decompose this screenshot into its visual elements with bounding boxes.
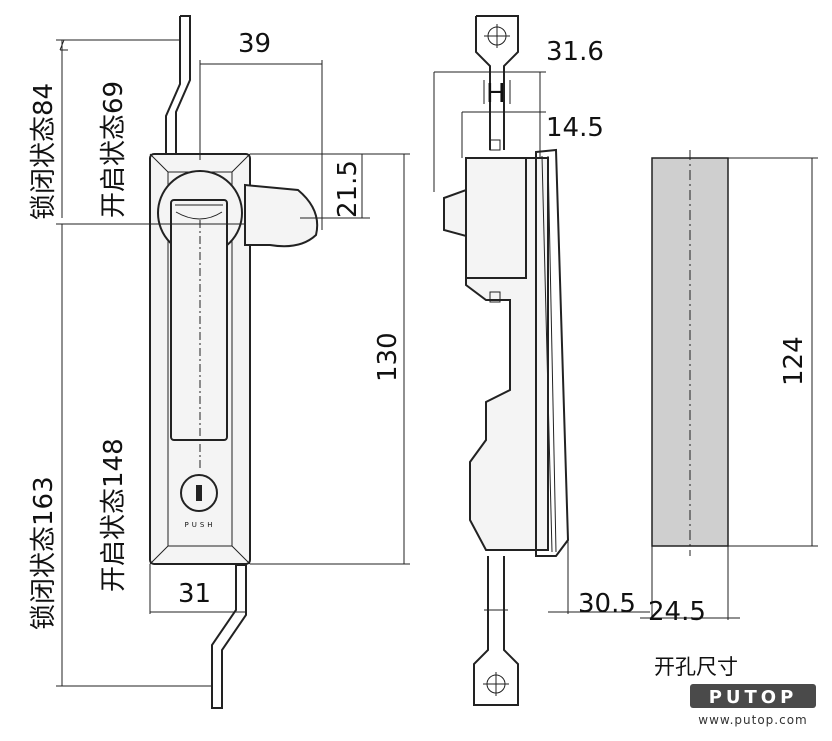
bottom-bracket [473, 556, 519, 706]
side-flange-lines [541, 155, 557, 553]
handle-top [175, 204, 223, 220]
dim-163-line [56, 223, 245, 687]
key-slot [196, 485, 202, 501]
label-dim-21-5: 21.5 [333, 160, 363, 218]
top-rod [165, 15, 191, 155]
side-lock-housing [465, 157, 527, 279]
side-flange [535, 148, 570, 557]
logo-text: PUTOP [709, 687, 798, 708]
dim-124-line [728, 157, 818, 547]
label-dim-124: 124 [779, 336, 809, 386]
dim-31-line [149, 564, 247, 614]
label-dim-31: 31 [178, 579, 211, 609]
dim-21-5-line [250, 153, 410, 219]
dim-H-line [483, 80, 511, 104]
label-dim-24-5: 24.5 [648, 597, 706, 627]
side-square-2 [489, 291, 501, 303]
dim-30-5-line [548, 540, 650, 614]
label-dim-14-5: 14.5 [546, 113, 604, 143]
bottom-hole-cross [483, 609, 509, 696]
front-dimensions [56, 39, 410, 687]
label-dim-39: 39 [238, 29, 271, 59]
label-dim-H: H [486, 79, 506, 109]
logo-bg [690, 684, 816, 708]
handle-body [170, 199, 228, 441]
label-dim-31-6: 31.6 [546, 37, 604, 67]
top-hole-cross [484, 24, 510, 48]
bottom-rod [211, 564, 247, 709]
side-view [443, 15, 570, 706]
label-left-open: 开启状态69 [99, 81, 129, 218]
label-dim-30-5: 30.5 [578, 589, 636, 619]
putop-logo: PUTOP www.putop.com [690, 684, 816, 727]
watermark-url: www.putop.com [698, 713, 808, 727]
label-dim-130: 130 [373, 332, 403, 382]
dim-84-line [56, 39, 180, 218]
side-dimensions [433, 71, 650, 614]
dim-39-line [199, 60, 323, 230]
label-left-open-total: 开启状态148 [99, 438, 129, 592]
latch-tongue [244, 183, 319, 248]
cutout-caption: 开孔尺寸 [654, 655, 738, 679]
label-left-locked-total: 锁闭状态163 [29, 476, 59, 630]
dim-14-5-line [461, 111, 546, 158]
top-bracket [475, 15, 519, 150]
cutout-view [640, 150, 818, 620]
dim-130-line [250, 154, 410, 565]
side-square-1 [489, 139, 501, 151]
side-cylinder [443, 188, 467, 238]
front-view: PUSH [149, 15, 319, 709]
dim-24-5-line [640, 546, 740, 620]
label-left-locked: 锁闭状态84 [29, 83, 59, 220]
push-text: PUSH [184, 521, 215, 529]
dim-tick [59, 39, 68, 51]
